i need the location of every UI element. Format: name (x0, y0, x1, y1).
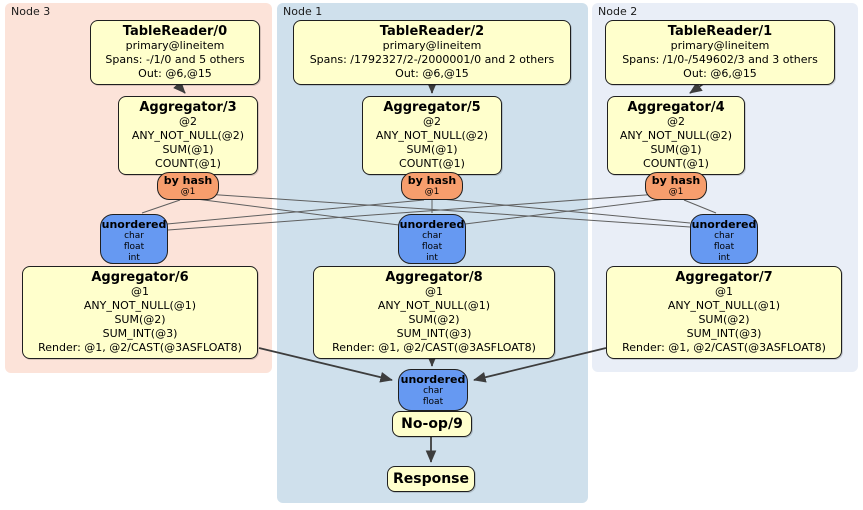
node-2-label: Node 2 (598, 5, 638, 18)
aggregator-8-render: Render: @1, @2/CAST(@3ASFLOAT8) (332, 341, 536, 354)
aggregator-8-title: Aggregator/8 (385, 270, 483, 285)
unordered-sync-node2: unordered char float int (690, 214, 758, 264)
sync-col-type: char (422, 231, 442, 241)
aggregator-4-line: ANY_NOT_NULL(@2) (619, 129, 733, 142)
aggregator-3-line: SUM(@1) (162, 143, 214, 156)
aggregator-3-line: COUNT(@1) (155, 157, 221, 170)
tablereader-1-box: TableReader/1 primary@lineitem Spans: /1… (605, 20, 835, 85)
hash-router-node3-detail: @1 (180, 187, 196, 197)
tablereader-2-box: TableReader/2 primary@lineitem Spans: /1… (293, 20, 571, 85)
tablereader-1-index: primary@lineitem (670, 39, 770, 52)
aggregator-8-line: @1 (425, 285, 443, 298)
tablereader-2-out: Out: @6,@15 (395, 67, 469, 80)
edge-router-r-sync-r (683, 199, 717, 214)
tablereader-2-title: TableReader/2 (379, 24, 485, 39)
hash-router-node3: by hash @1 (157, 172, 219, 200)
hash-router-node1-detail: @1 (424, 187, 440, 197)
unordered-sync-node1-title: unordered (399, 218, 465, 231)
unordered-sync-node2-title: unordered (691, 218, 757, 231)
aggregator-7-line: ANY_NOT_NULL(@1) (667, 299, 781, 312)
aggregator-6-box: Aggregator/6 @1 ANY_NOT_NULL(@1) SUM(@2)… (22, 266, 258, 359)
aggregator-7-line: SUM_INT(@3) (686, 327, 762, 340)
aggregator-6-render: Render: @1, @2/CAST(@3ASFLOAT8) (38, 341, 242, 354)
hash-router-node2: by hash @1 (645, 172, 707, 200)
aggregator-4-line: COUNT(@1) (643, 157, 709, 170)
edge-router-r-sync-c (464, 198, 667, 225)
aggregator-7-render: Render: @1, @2/CAST(@3ASFLOAT8) (622, 341, 826, 354)
response-box: Response (387, 466, 475, 492)
response-title: Response (392, 471, 470, 487)
sync-col-type: float (713, 242, 735, 252)
aggregator-6-line: ANY_NOT_NULL(@1) (83, 299, 197, 312)
aggregator-7-line: SUM(@2) (698, 313, 750, 326)
aggregator-5-line: @2 (423, 115, 441, 128)
hash-router-node2-title: by hash (651, 174, 701, 187)
aggregator-3-line: ANY_NOT_NULL(@2) (131, 129, 245, 142)
unordered-sync-node3: unordered char float int (100, 214, 168, 264)
tablereader-2-index: primary@lineitem (382, 39, 482, 52)
aggregator-6-line: SUM(@2) (114, 313, 166, 326)
edge-router-l-sync-l (141, 199, 181, 214)
sync-col-type: float (422, 397, 444, 407)
aggregator-7-title: Aggregator/7 (675, 270, 773, 285)
hash-router-node1: by hash @1 (401, 172, 463, 200)
aggregator-7-line: @1 (715, 285, 733, 298)
edge-agg6-finalsync (258, 347, 393, 383)
sync-col-type: int (128, 253, 140, 263)
sync-col-type: char (423, 386, 443, 396)
aggregator-6-title: Aggregator/6 (91, 270, 189, 285)
aggregator-4-title: Aggregator/4 (627, 100, 725, 115)
hash-router-node2-detail: @1 (668, 187, 684, 197)
aggregator-5-title: Aggregator/5 (383, 100, 481, 115)
aggregator-4-line: SUM(@1) (650, 143, 702, 156)
unordered-sync-node1: unordered char float int (398, 214, 466, 264)
noop-box: No-op/9 (392, 411, 472, 437)
sync-col-type: char (714, 231, 734, 241)
tablereader-0-index: primary@lineitem (125, 39, 225, 52)
edge-router-l-sync-r (204, 193, 691, 228)
tablereader-0-spans: Spans: -/1/0 and 5 others (105, 53, 245, 66)
node-3-label: Node 3 (11, 5, 51, 18)
tablereader-0-out: Out: @6,@15 (138, 67, 212, 80)
sync-col-type: char (124, 231, 144, 241)
tablereader-1-out: Out: @6,@15 (683, 67, 757, 80)
sync-col-type: int (718, 253, 730, 263)
tablereader-1-title: TableReader/1 (667, 24, 773, 39)
aggregator-6-line: SUM_INT(@3) (102, 327, 178, 340)
aggregator-8-line: ANY_NOT_NULL(@1) (377, 299, 491, 312)
aggregator-3-line: @2 (179, 115, 197, 128)
tablereader-1-spans: Spans: /1/0-/549602/3 and 3 others (622, 53, 818, 66)
aggregator-8-line: SUM(@2) (408, 313, 460, 326)
node-1-label: Node 1 (283, 5, 323, 18)
aggregator-5-line: SUM(@1) (406, 143, 458, 156)
aggregator-7-box: Aggregator/7 @1 ANY_NOT_NULL(@1) SUM(@2)… (606, 266, 842, 359)
hash-router-node3-title: by hash (163, 174, 213, 187)
noop-title: No-op/9 (401, 416, 463, 432)
aggregator-5-box: Aggregator/5 @2 ANY_NOT_NULL(@2) SUM(@1)… (362, 96, 502, 175)
aggregator-3-box: Aggregator/3 @2 ANY_NOT_NULL(@2) SUM(@1)… (118, 96, 258, 175)
aggregator-4-line: @2 (667, 115, 685, 128)
sync-col-type: int (426, 253, 438, 263)
tablereader-0-title: TableReader/0 (122, 24, 228, 39)
hash-router-node1-title: by hash (407, 174, 457, 187)
aggregator-5-line: ANY_NOT_NULL(@2) (375, 129, 489, 142)
tablereader-2-spans: Spans: /1792327/2-/2000001/0 and 2 other… (309, 53, 555, 66)
unordered-sync-final-title: unordered (400, 373, 466, 386)
edge-router-c-sync-l (166, 199, 425, 225)
aggregator-3-title: Aggregator/3 (139, 100, 237, 115)
aggregator-8-line: SUM_INT(@3) (396, 327, 472, 340)
aggregator-5-line: COUNT(@1) (399, 157, 465, 170)
unordered-sync-node3-title: unordered (101, 218, 167, 231)
aggregator-8-box: Aggregator/8 @1 ANY_NOT_NULL(@1) SUM(@2)… (313, 266, 555, 359)
edge-router-r-sync-l (167, 193, 660, 231)
edge-agg7-finalsync (473, 347, 607, 383)
tablereader-0-box: TableReader/0 primary@lineitem Spans: -/… (90, 20, 260, 85)
aggregator-4-box: Aggregator/4 @2 ANY_NOT_NULL(@2) SUM(@1)… (607, 96, 745, 175)
sync-col-type: float (421, 242, 443, 252)
aggregator-6-line: @1 (131, 285, 149, 298)
sync-col-type: float (123, 242, 145, 252)
unordered-sync-final: unordered char float (398, 369, 468, 411)
